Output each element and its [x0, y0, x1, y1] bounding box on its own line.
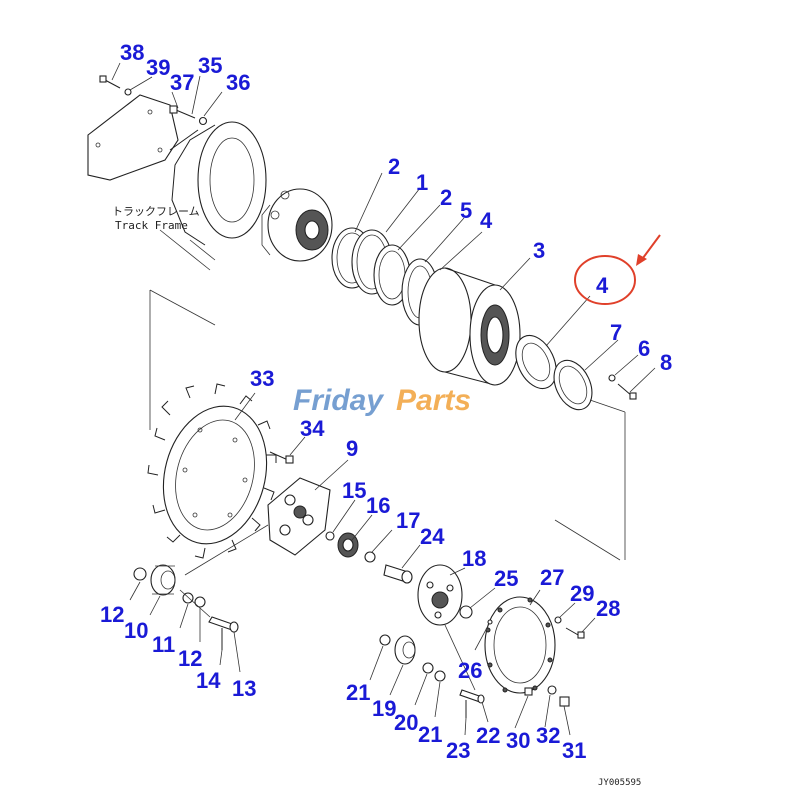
label-2b: 2 — [440, 185, 452, 210]
label-3: 3 — [533, 238, 545, 263]
sprocket-33 — [147, 383, 277, 559]
ball-26 — [487, 619, 493, 625]
label-12a: 12 — [100, 602, 124, 627]
leader-lines-bottom — [129, 392, 596, 736]
bearing-11 — [182, 592, 194, 604]
label-20: 20 — [394, 710, 418, 735]
label-12b: 12 — [178, 646, 202, 671]
ring-7 — [553, 359, 593, 411]
bearing-4b — [515, 334, 557, 390]
label-24: 24 — [420, 524, 445, 549]
label-38: 38 — [120, 40, 144, 65]
label-9: 9 — [346, 436, 358, 461]
label-2a: 2 — [388, 154, 400, 179]
leader-lines-top — [111, 62, 656, 561]
label-31: 31 — [562, 738, 586, 763]
label-23: 23 — [446, 738, 470, 763]
washer-36 — [198, 116, 208, 126]
hub-3 — [418, 267, 521, 386]
label-11: 11 — [152, 632, 175, 657]
highlight-marker — [574, 234, 661, 305]
label-4a: 4 — [480, 208, 493, 233]
part-labels: 38 39 37 35 36 2 1 2 5 4 3 4 7 6 8 33 34… — [100, 40, 672, 763]
label-10: 10 — [124, 618, 148, 643]
thrust-washer-12a — [133, 567, 147, 581]
label-32: 32 — [536, 723, 560, 748]
planet-gear-19 — [394, 635, 416, 665]
label-21a: 21 — [346, 680, 370, 705]
washer-6 — [608, 374, 616, 382]
track-frame-caption-en: Track Frame — [115, 219, 188, 232]
track-frame-caption-jp: トラックフレーム — [112, 205, 200, 218]
carrier-18 — [417, 564, 463, 626]
cover-27 — [484, 596, 556, 694]
label-21b: 21 — [418, 722, 442, 747]
washer-39 — [124, 88, 132, 96]
label-22: 22 — [476, 723, 500, 748]
track-frame-cover — [87, 94, 179, 181]
drawing-code: JY005595 — [598, 778, 641, 788]
washer-17 — [364, 551, 376, 563]
watermark-part1: Friday — [293, 384, 384, 417]
ring-25 — [459, 605, 473, 619]
shaft-22 — [459, 689, 485, 704]
planet-gear-10 — [150, 564, 176, 596]
sprocket-bolt-34 — [269, 451, 294, 464]
label-14: 14 — [196, 668, 221, 693]
label-34: 34 — [300, 416, 325, 441]
track-frame-housing — [159, 121, 267, 271]
cover-bolt-38 — [99, 75, 121, 89]
o-ring-32 — [547, 685, 557, 695]
label-25: 25 — [494, 566, 518, 591]
bolt-8 — [617, 383, 637, 400]
label-17: 17 — [396, 508, 420, 533]
watermark-part2: Parts — [396, 384, 471, 417]
label-8: 8 — [660, 350, 672, 375]
washer-29 — [554, 616, 562, 624]
label-37: 37 — [170, 70, 194, 95]
plug-30 — [524, 687, 533, 696]
thrust-washer-21a — [379, 634, 391, 646]
label-19: 19 — [372, 696, 396, 721]
bearing-20 — [422, 662, 434, 674]
thrust-washer-12b — [194, 596, 206, 608]
gear-shaft-24 — [383, 564, 413, 584]
bolt-37 — [169, 105, 196, 119]
label-33: 33 — [250, 366, 274, 391]
carrier-9 — [267, 477, 331, 556]
label-35: 35 — [198, 53, 222, 78]
label-39: 39 — [146, 55, 170, 80]
label-16: 16 — [366, 493, 390, 518]
label-6: 6 — [638, 336, 650, 361]
label-1: 1 — [416, 170, 428, 195]
label-4b: 4 — [596, 273, 609, 298]
label-15: 15 — [342, 478, 366, 503]
label-29: 29 — [570, 581, 594, 606]
label-26: 26 — [458, 658, 482, 683]
washer-15 — [325, 531, 335, 541]
shaft-13 — [208, 616, 239, 633]
watermark-logo: Friday Parts — [293, 384, 471, 417]
label-13: 13 — [232, 676, 256, 701]
plug-31 — [559, 696, 570, 707]
label-7: 7 — [610, 320, 622, 345]
thrust-washer-21b — [434, 670, 446, 682]
label-28: 28 — [596, 596, 620, 621]
bolt-28 — [565, 627, 585, 639]
label-36: 36 — [226, 70, 250, 95]
label-5: 5 — [460, 198, 472, 223]
label-18: 18 — [462, 546, 486, 571]
label-30: 30 — [506, 728, 530, 753]
label-27: 27 — [540, 565, 564, 590]
travel-motor — [261, 188, 333, 262]
